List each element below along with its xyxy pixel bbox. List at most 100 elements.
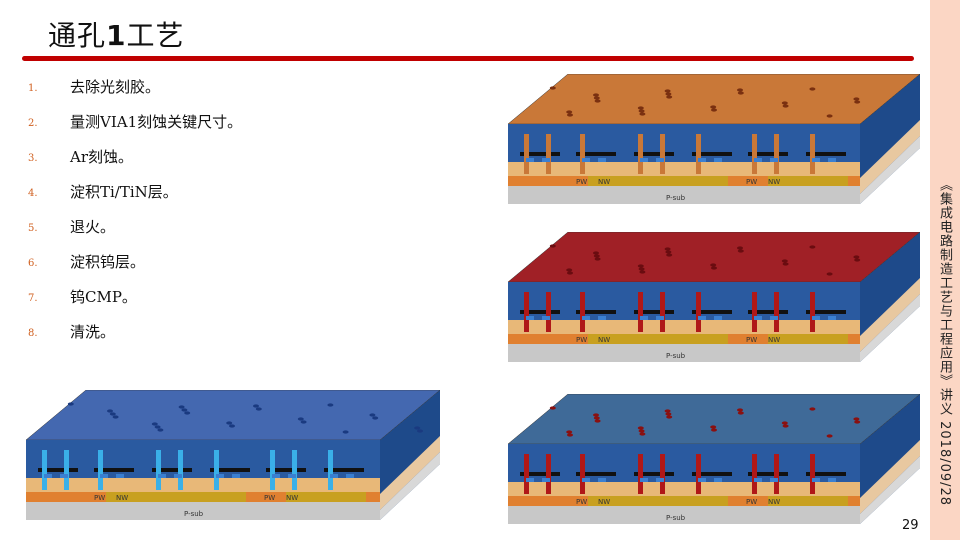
step-number: 1. xyxy=(28,83,38,94)
metal-line xyxy=(520,472,560,476)
via-hole xyxy=(853,417,860,421)
label-nw: NW xyxy=(598,498,610,506)
label-pw: PW xyxy=(746,498,757,506)
via-hole xyxy=(566,268,573,272)
contact xyxy=(828,478,836,482)
via-plug xyxy=(638,292,643,332)
contact xyxy=(542,158,550,162)
via-plug xyxy=(752,454,757,494)
contact xyxy=(754,478,762,482)
metal-line xyxy=(692,310,732,314)
via-hole xyxy=(594,257,601,261)
step-number: 3. xyxy=(28,153,38,164)
contact xyxy=(582,478,590,482)
contact xyxy=(828,158,836,162)
contact xyxy=(542,478,550,482)
contact xyxy=(216,474,224,478)
nwell-region xyxy=(588,334,728,344)
step-number: 5. xyxy=(28,223,38,234)
via-hole xyxy=(665,250,672,254)
via-hole xyxy=(782,262,789,266)
via-hole xyxy=(593,251,599,255)
via-hole xyxy=(593,254,600,258)
via-hole xyxy=(710,425,717,429)
step-text: 淀积Ti/TiN层。 xyxy=(70,183,178,201)
via-hole xyxy=(853,255,860,259)
via-plug xyxy=(774,454,779,494)
side-substrate xyxy=(380,452,440,520)
via-hole xyxy=(853,97,860,101)
contact xyxy=(598,158,606,162)
sidebar-text: 《集成电路制造工艺与工程应用》讲义 2018/09/28 xyxy=(937,178,952,507)
via-hole xyxy=(67,402,74,406)
via-hole xyxy=(297,417,304,421)
contact xyxy=(44,474,52,478)
via-hole xyxy=(178,405,185,409)
via-plug xyxy=(660,134,665,174)
via-hole xyxy=(637,264,644,268)
metal-line xyxy=(324,468,364,472)
slide-title: 通孔1工艺 xyxy=(48,14,185,54)
via-hole xyxy=(737,246,743,250)
label-pw: PW xyxy=(576,498,587,506)
metal-line xyxy=(152,468,192,472)
via-hole xyxy=(809,245,816,249)
via-hole xyxy=(666,253,673,257)
metal-line xyxy=(266,468,306,472)
via-plug xyxy=(270,450,275,490)
via-plug xyxy=(546,454,551,494)
contact xyxy=(174,474,182,478)
nwell-region xyxy=(768,496,848,506)
via-hole xyxy=(664,409,671,413)
via-plug xyxy=(156,450,161,490)
via-hole xyxy=(665,412,672,416)
metal-line xyxy=(748,310,788,314)
via-hole xyxy=(639,112,646,116)
via-hole xyxy=(711,108,717,112)
via-plug xyxy=(660,292,665,332)
step-text: Ar刻蚀。 xyxy=(70,148,134,166)
via-plug xyxy=(546,134,551,174)
via-hole xyxy=(300,420,307,424)
via-hole xyxy=(638,109,645,113)
via-plug xyxy=(752,134,757,174)
contact xyxy=(656,478,664,482)
via-hole xyxy=(107,409,113,413)
label-psub: P-sub xyxy=(666,352,686,360)
via-hole xyxy=(826,272,833,276)
contact xyxy=(526,316,534,320)
via-hole xyxy=(854,420,861,424)
metal-line xyxy=(520,152,560,156)
via-plug xyxy=(292,450,297,490)
contact xyxy=(640,158,648,162)
contact xyxy=(598,478,606,482)
substrate-layer xyxy=(26,502,380,520)
contact xyxy=(754,158,762,162)
title-number: 1 xyxy=(106,19,127,52)
via-hole xyxy=(781,259,788,263)
step-text: 去除光刻胶。 xyxy=(70,78,161,96)
contact xyxy=(526,478,534,482)
via-plug xyxy=(328,450,333,490)
via-hole xyxy=(594,419,601,423)
contact xyxy=(232,474,240,478)
via-hole xyxy=(327,403,334,407)
metal-line xyxy=(748,472,788,476)
side-substrate xyxy=(860,136,920,204)
contact xyxy=(698,316,706,320)
nwell-region xyxy=(588,496,728,506)
contact xyxy=(346,474,354,478)
via-hole xyxy=(854,258,861,262)
via-hole xyxy=(711,266,717,270)
via-hole xyxy=(737,88,743,92)
step-number: 6. xyxy=(28,258,38,269)
label-pw: PW xyxy=(746,178,757,186)
via-hole xyxy=(639,432,646,436)
via-hole xyxy=(566,110,573,114)
page-number: 29 xyxy=(902,518,919,533)
via-plug xyxy=(638,454,643,494)
via-plug xyxy=(696,134,701,174)
contact xyxy=(714,158,722,162)
via-hole xyxy=(711,428,717,432)
